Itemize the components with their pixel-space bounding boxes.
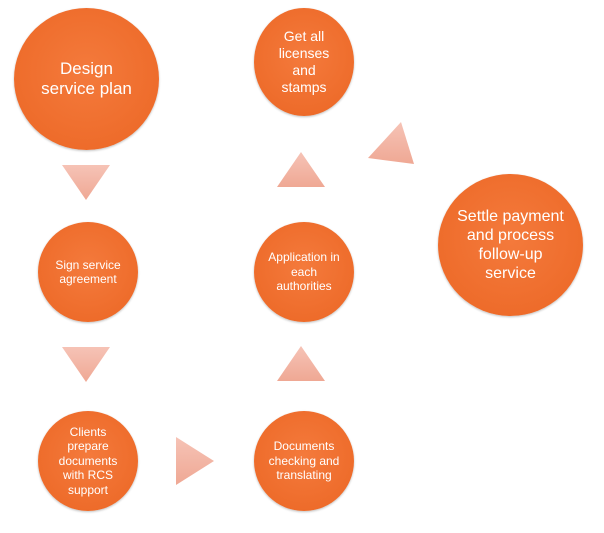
- node-label: Design service plan: [41, 58, 132, 98]
- node-documents-checking: Documents checking and translating: [254, 411, 354, 511]
- arrow-documents-to-application: [277, 346, 325, 381]
- arrow-application-to-licenses: [277, 152, 325, 187]
- node-label: Sign service agreement: [55, 257, 121, 286]
- node-get-licenses-stamps: Get all licenses and stamps: [254, 8, 354, 116]
- arrow-design-to-sign: [62, 165, 110, 200]
- node-clients-prepare-documents: Clients prepare documents with RCS suppo…: [38, 411, 138, 511]
- node-label: Documents checking and translating: [268, 439, 340, 483]
- node-design-service-plan: Design service plan: [14, 8, 159, 150]
- node-label: Application in each authorities: [268, 250, 340, 294]
- node-settle-payment: Settle payment and process follow-up ser…: [438, 174, 583, 316]
- node-label: Clients prepare documents with RCS suppo…: [58, 425, 118, 497]
- arrow-sign-to-clients: [62, 347, 110, 382]
- node-label: Get all licenses and stamps: [278, 28, 330, 95]
- arrow-clients-to-documents: [176, 437, 214, 485]
- node-sign-service-agreement: Sign service agreement: [38, 222, 138, 322]
- arrow-licenses-to-settle: [368, 122, 414, 164]
- node-application-authorities: Application in each authorities: [254, 222, 354, 322]
- node-label: Settle payment and process follow-up ser…: [457, 207, 564, 283]
